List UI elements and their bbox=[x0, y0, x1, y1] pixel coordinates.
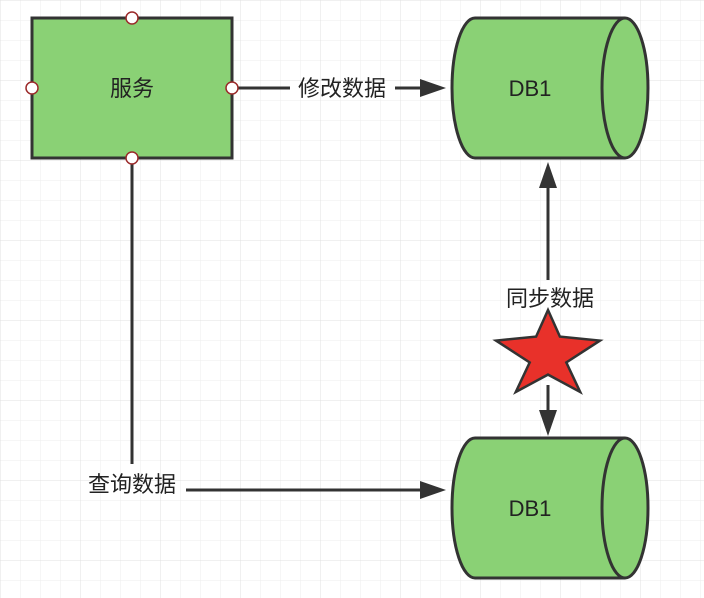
connection-point-top[interactable] bbox=[125, 11, 139, 25]
node-db-top-label: DB1 bbox=[509, 76, 552, 101]
node-service[interactable]: 服务 bbox=[25, 11, 239, 165]
db-top-rim bbox=[600, 16, 626, 160]
arrowhead-right-icon bbox=[420, 79, 446, 97]
node-db-bottom[interactable]: DB1 bbox=[450, 436, 650, 580]
node-db-bottom-label: DB1 bbox=[509, 496, 552, 521]
edge-modify[interactable]: 修改数据 bbox=[233, 77, 446, 102]
node-service-label: 服务 bbox=[110, 76, 154, 101]
connection-point-left[interactable] bbox=[25, 81, 39, 95]
arrowhead-down-icon bbox=[539, 410, 557, 436]
node-db-top[interactable]: DB1 bbox=[450, 16, 650, 160]
edge-query[interactable]: 查询数据 bbox=[88, 158, 446, 499]
star-icon bbox=[492, 306, 604, 395]
node-service-shape bbox=[30, 16, 234, 160]
arrowhead-up-icon bbox=[539, 162, 557, 188]
connection-point-bottom[interactable] bbox=[125, 151, 139, 165]
edge-modify-label: 修改数据 bbox=[298, 77, 386, 102]
edge-sync-label: 同步数据 bbox=[506, 287, 594, 312]
edge-sync[interactable]: 同步数据 bbox=[492, 162, 604, 436]
edge-query-label: 查询数据 bbox=[88, 473, 176, 498]
db-bottom-rim bbox=[600, 436, 626, 580]
arrowhead-right-icon bbox=[420, 481, 446, 499]
connection-point-right[interactable] bbox=[225, 81, 239, 95]
